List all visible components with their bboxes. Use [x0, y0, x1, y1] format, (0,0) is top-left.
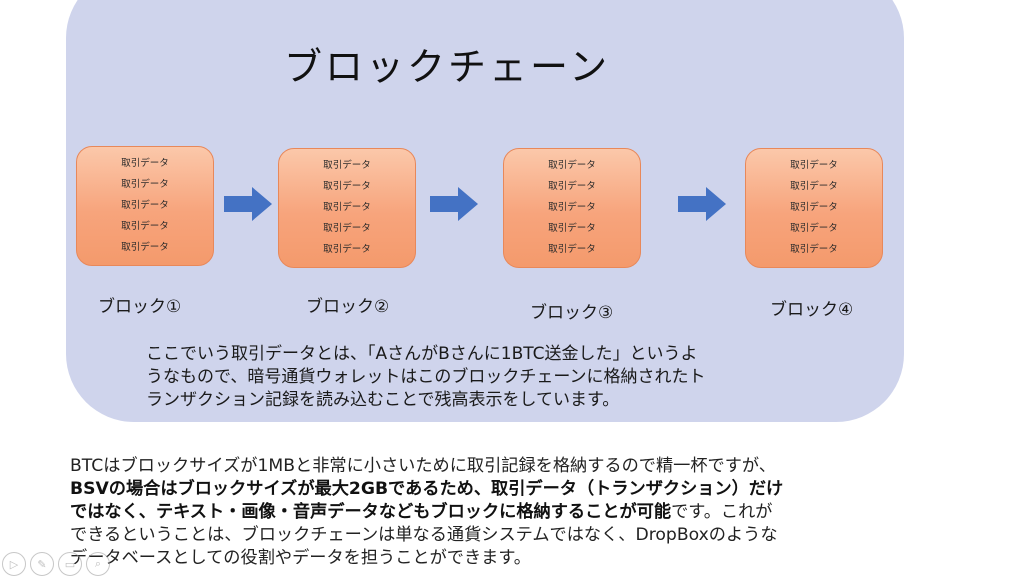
- arrow-right-icon: [430, 187, 478, 221]
- block-row: 取引データ: [323, 244, 371, 255]
- block-row: 取引データ: [121, 242, 169, 253]
- block-row: 取引データ: [790, 202, 838, 213]
- block-row: 取引データ: [121, 200, 169, 211]
- body-bold-text: BSVの場合はブロックサイズが最大2GBであるため、取引データ（トランザクション…: [70, 479, 784, 499]
- presentation-toolbar: ▷ ✎ ▭ ⌕: [2, 552, 110, 580]
- description-line: うなもので、暗号通貨ウォレットはこのブロックチェーンに格納されたト: [146, 367, 706, 387]
- pen-icon[interactable]: ✎: [30, 552, 54, 576]
- arrow-right-icon: [224, 187, 272, 221]
- block-row: 取引データ: [121, 158, 169, 169]
- block-row: 取引データ: [790, 244, 838, 255]
- block-row: 取引データ: [323, 202, 371, 213]
- block-row: 取引データ: [548, 244, 596, 255]
- body-paragraph: BTCはブロックサイズが1MBと非常に小さいために取引記録を格納するので精一杯で…: [70, 455, 900, 570]
- block-row: 取引データ: [548, 223, 596, 234]
- block-row: 取引データ: [121, 221, 169, 232]
- block-row: 取引データ: [121, 179, 169, 190]
- zoom-icon[interactable]: ⌕: [86, 552, 110, 576]
- block-row: 取引データ: [323, 181, 371, 192]
- slides-icon[interactable]: ▭: [58, 552, 82, 576]
- block-label-3: ブロック③: [530, 303, 614, 323]
- body-text: です。これが: [671, 502, 773, 522]
- arrow-right-icon: [678, 187, 726, 221]
- description-line: ランザクション記録を読み込むことで残高表示をしています。: [146, 390, 620, 410]
- block-row: 取引データ: [790, 223, 838, 234]
- block-label-4: ブロック④: [770, 300, 854, 320]
- play-icon[interactable]: ▷: [2, 552, 26, 576]
- body-line: ではなく、テキスト・画像・音声データなどもブロックに格納することが可能です。これ…: [70, 501, 900, 524]
- block-row: 取引データ: [548, 160, 596, 171]
- diagram-description: ここでいう取引データとは、「AさんがBさんに1BTC送金した」というよ うなもの…: [146, 343, 826, 412]
- block-label-1: ブロック①: [98, 297, 182, 317]
- body-line: BSVの場合はブロックサイズが最大2GBであるため、取引データ（トランザクション…: [70, 478, 900, 501]
- body-bold-text: ではなく、テキスト・画像・音声データなどもブロックに格納することが可能: [70, 502, 672, 522]
- block-row: 取引データ: [548, 202, 596, 213]
- block-row: 取引データ: [323, 223, 371, 234]
- body-line: データベースとしての役割やデータを担うことができます。: [70, 548, 531, 568]
- block-row: 取引データ: [548, 181, 596, 192]
- block-row: 取引データ: [790, 160, 838, 171]
- diagram-title: ブロックチェーン: [284, 45, 611, 89]
- block-4: 取引データ 取引データ 取引データ 取引データ 取引データ: [745, 148, 883, 268]
- block-2: 取引データ 取引データ 取引データ 取引データ 取引データ: [278, 148, 416, 268]
- block-row: 取引データ: [790, 181, 838, 192]
- block-label-2: ブロック②: [306, 297, 390, 317]
- block-1: 取引データ 取引データ 取引データ 取引データ 取引データ: [76, 146, 214, 266]
- block-3: 取引データ 取引データ 取引データ 取引データ 取引データ: [503, 148, 641, 268]
- description-line: ここでいう取引データとは、「AさんがBさんに1BTC送金した」というよ: [146, 344, 698, 364]
- block-row: 取引データ: [323, 160, 371, 171]
- body-line: BTCはブロックサイズが1MBと非常に小さいために取引記録を格納するので精一杯で…: [70, 456, 776, 476]
- body-line: できるということは、ブロックチェーンは単なる通貨システムではなく、DropBox…: [70, 525, 778, 545]
